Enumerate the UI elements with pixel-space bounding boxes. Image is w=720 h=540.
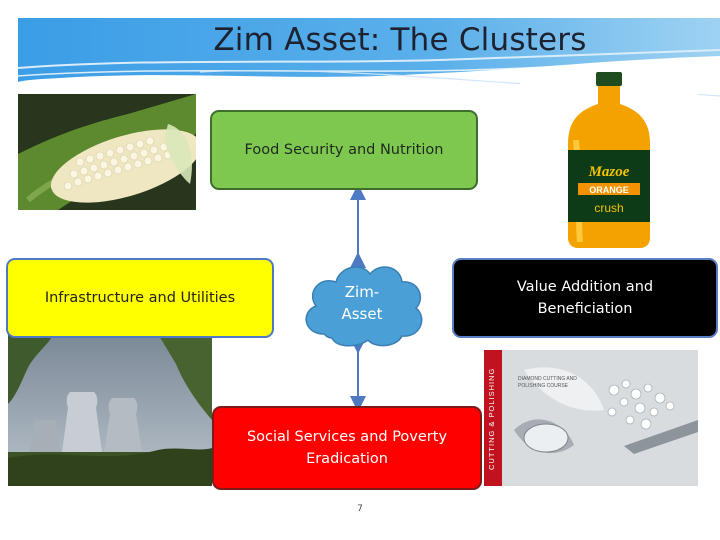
cluster-food-security: Food Security and Nutrition xyxy=(210,110,478,190)
cluster-infrastructure: Infrastructure and Utilities xyxy=(6,258,274,338)
diamonds-caption-1: DIAMOND CUTTING AND xyxy=(518,376,577,382)
cluster-social-services-label: Social Services and Poverty Eradication xyxy=(246,429,448,467)
maize-photo xyxy=(18,94,196,210)
slide-title: Zim Asset: The Clusters xyxy=(213,22,587,58)
zim-asset-label: Zim- Asset xyxy=(296,256,428,350)
bottle-brand-text: Mazoe xyxy=(588,164,630,180)
bottle-crush-text: crush xyxy=(594,201,623,215)
zim-asset-cloud: Zim- Asset xyxy=(296,256,428,350)
juice-bottle-photo: Mazoe ORANGE crush xyxy=(520,70,698,250)
cluster-value-addition: Value Addition and Beneficiation xyxy=(452,258,718,338)
zim-asset-text: Zim- Asset xyxy=(341,283,383,323)
cluster-infrastructure-label: Infrastructure and Utilities xyxy=(44,290,236,306)
bottle-flavour-text: ORANGE xyxy=(589,185,629,195)
cluster-food-security-label: Food Security and Nutrition xyxy=(244,142,444,158)
diamonds-caption-2: POLISHING COURSE xyxy=(518,383,569,389)
cluster-social-services: Social Services and Poverty Eradication xyxy=(212,406,482,490)
diamonds-side-text: CUTTING & POLISHING xyxy=(487,368,496,470)
diamonds-photo: CUTTING & POLISHING DIAMOND CUTTING AND … xyxy=(484,350,698,486)
cluster-value-addition-label: Value Addition and Beneficiation xyxy=(516,279,654,317)
page-number: 7 xyxy=(357,504,363,514)
power-station-photo xyxy=(8,334,212,486)
